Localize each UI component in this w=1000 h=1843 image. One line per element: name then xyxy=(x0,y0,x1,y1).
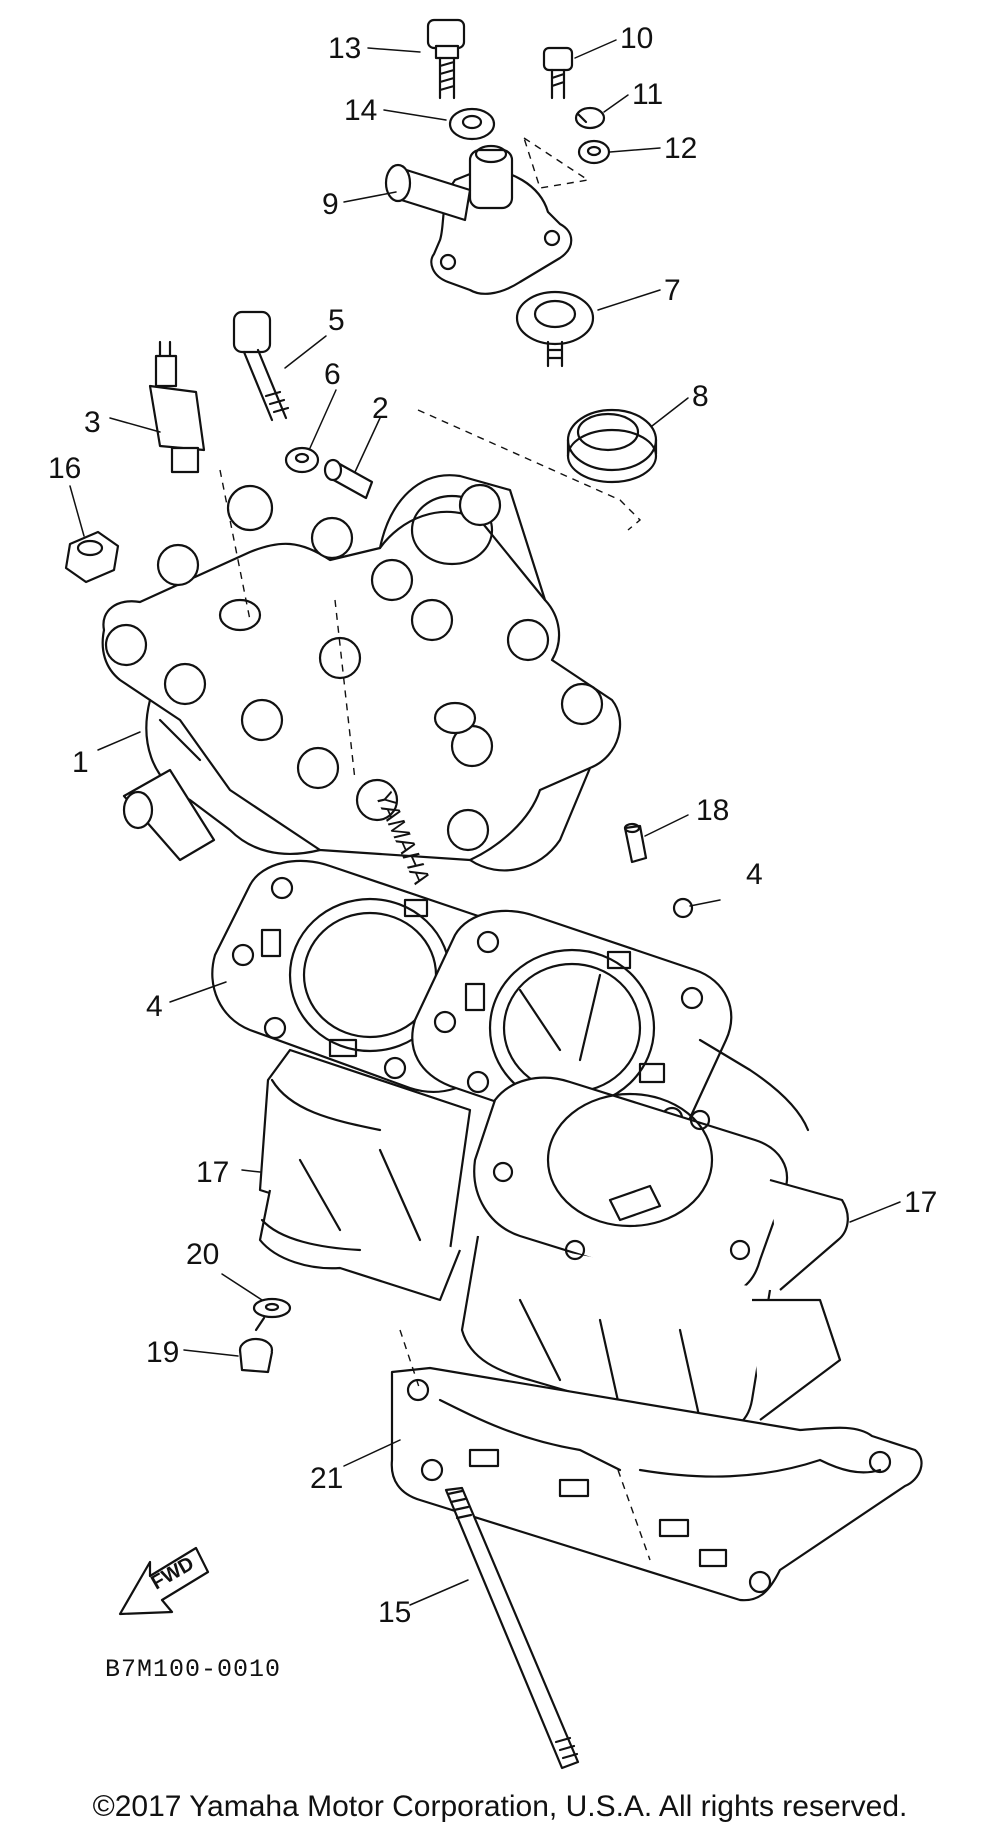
callout-6: 6 xyxy=(324,358,341,391)
thermostat-seal-8 xyxy=(566,408,658,484)
callout-4-left: 4 xyxy=(146,990,163,1023)
callout-18: 18 xyxy=(696,794,729,827)
fwd-arrow-icon: FWD xyxy=(118,1546,210,1616)
callout-12: 12 xyxy=(664,132,697,165)
leader-lines xyxy=(69,39,901,1606)
cylinder-head-1 xyxy=(101,474,622,872)
washer-14 xyxy=(448,107,496,141)
callout-2: 2 xyxy=(372,392,389,425)
callout-14: 14 xyxy=(344,94,377,127)
callout-10: 10 xyxy=(620,22,653,55)
callout-8: 8 xyxy=(692,380,709,413)
callout-15: 15 xyxy=(378,1596,411,1629)
screw-19 xyxy=(238,1316,274,1374)
callout-21: 21 xyxy=(310,1462,343,1495)
copyright-footer: ©2017 Yamaha Motor Corporation, U.S.A. A… xyxy=(92,1790,908,1823)
callout-13: 13 xyxy=(328,32,361,65)
spring-washer-11 xyxy=(574,106,606,130)
bolt-10 xyxy=(542,46,574,100)
drawing-code: B7M100-0010 xyxy=(105,1655,282,1684)
cylinder-17-right xyxy=(460,1038,849,1433)
thermostat-7 xyxy=(515,290,595,368)
callout-11: 11 xyxy=(632,78,663,111)
callout-7: 7 xyxy=(664,274,681,307)
washer-12 xyxy=(577,139,611,165)
dowel-2 xyxy=(323,458,374,500)
stud-bolt-15 xyxy=(444,1486,580,1770)
cylinder-17-left xyxy=(258,1048,472,1302)
callout-3: 3 xyxy=(84,406,101,439)
spark-plug-3 xyxy=(148,340,206,474)
callout-4-right: 4 xyxy=(746,858,763,891)
washer-20 xyxy=(252,1297,292,1319)
dowel-18 xyxy=(623,822,648,864)
callout-20: 20 xyxy=(186,1238,219,1271)
base-gasket-21 xyxy=(390,1366,923,1602)
callout-16: 16 xyxy=(48,452,81,485)
bolt-13 xyxy=(426,18,466,100)
thermostat-cover-9 xyxy=(384,144,573,295)
callout-17-right: 17 xyxy=(904,1186,937,1219)
callout-5: 5 xyxy=(328,304,345,337)
washer-6 xyxy=(284,446,320,474)
callout-17-left: 17 xyxy=(196,1156,229,1189)
callout-19: 19 xyxy=(146,1336,179,1369)
callout-9: 9 xyxy=(322,188,339,221)
callout-labels: 13 10 11 12 14 9 7 8 5 6 2 3 16 1 18 4 4… xyxy=(48,22,937,1629)
callout-1: 1 xyxy=(72,746,89,779)
bolt-5 xyxy=(232,310,290,422)
nut-16 xyxy=(64,530,120,584)
